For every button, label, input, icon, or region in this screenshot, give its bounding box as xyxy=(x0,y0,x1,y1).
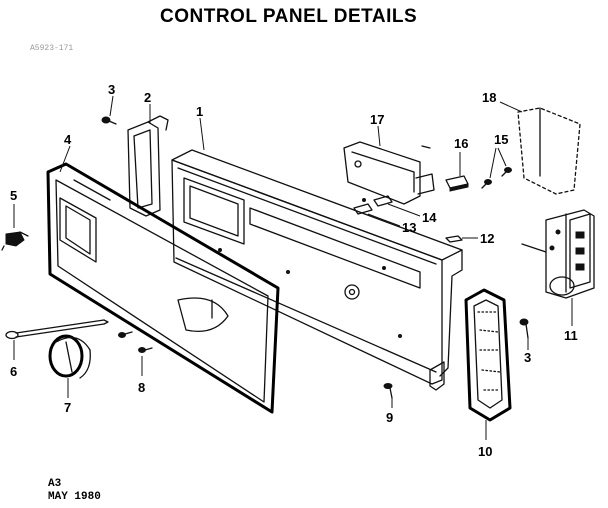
switch-part xyxy=(1,204,29,251)
footer-code: A3 xyxy=(48,478,62,490)
callout-3-lower: 3 xyxy=(524,350,531,365)
callout-4: 4 xyxy=(64,132,72,147)
screw-lower-right xyxy=(519,318,529,350)
callout-7: 7 xyxy=(64,400,71,415)
callout-6: 6 xyxy=(10,364,17,379)
control-knob xyxy=(48,334,91,398)
front-console-panel xyxy=(46,145,280,414)
switch-bracket xyxy=(343,125,435,205)
timer-housing xyxy=(499,101,581,195)
callout-10: 10 xyxy=(478,444,492,459)
callout-9: 9 xyxy=(386,410,393,425)
footer-date: MAY 1980 xyxy=(48,491,101,503)
callout-5: 5 xyxy=(10,188,17,203)
end-bracket xyxy=(127,104,169,217)
callout-11: 11 xyxy=(564,328,578,343)
callout-17: 17 xyxy=(370,112,384,127)
callout-16: 16 xyxy=(454,136,468,151)
callout-18: 18 xyxy=(482,90,496,105)
scan-mark: A5923-171 xyxy=(30,44,73,53)
diagram-title: CONTROL PANEL DETAILS xyxy=(160,6,417,27)
callout-8: 8 xyxy=(138,380,145,395)
screws-upper-right xyxy=(481,147,512,189)
screw-bottom xyxy=(383,383,393,408)
callout-13: 13 xyxy=(402,220,416,235)
indicator-light xyxy=(445,152,469,192)
timer-assembly xyxy=(521,209,595,326)
shaft-pin xyxy=(5,319,109,360)
fastener-pair xyxy=(353,195,421,227)
callout-3-upper: 3 xyxy=(108,82,115,97)
callout-14: 14 xyxy=(422,210,437,225)
callout-12: 12 xyxy=(480,231,494,246)
control-panel-frame xyxy=(171,117,463,391)
callout-15: 15 xyxy=(494,132,508,147)
clip-part xyxy=(445,235,478,243)
end-cap-trim xyxy=(464,288,512,440)
callout-1: 1 xyxy=(196,104,203,119)
screw-upper-left xyxy=(101,95,117,125)
callout-2: 2 xyxy=(144,90,151,105)
screws-lower-left xyxy=(118,331,153,376)
